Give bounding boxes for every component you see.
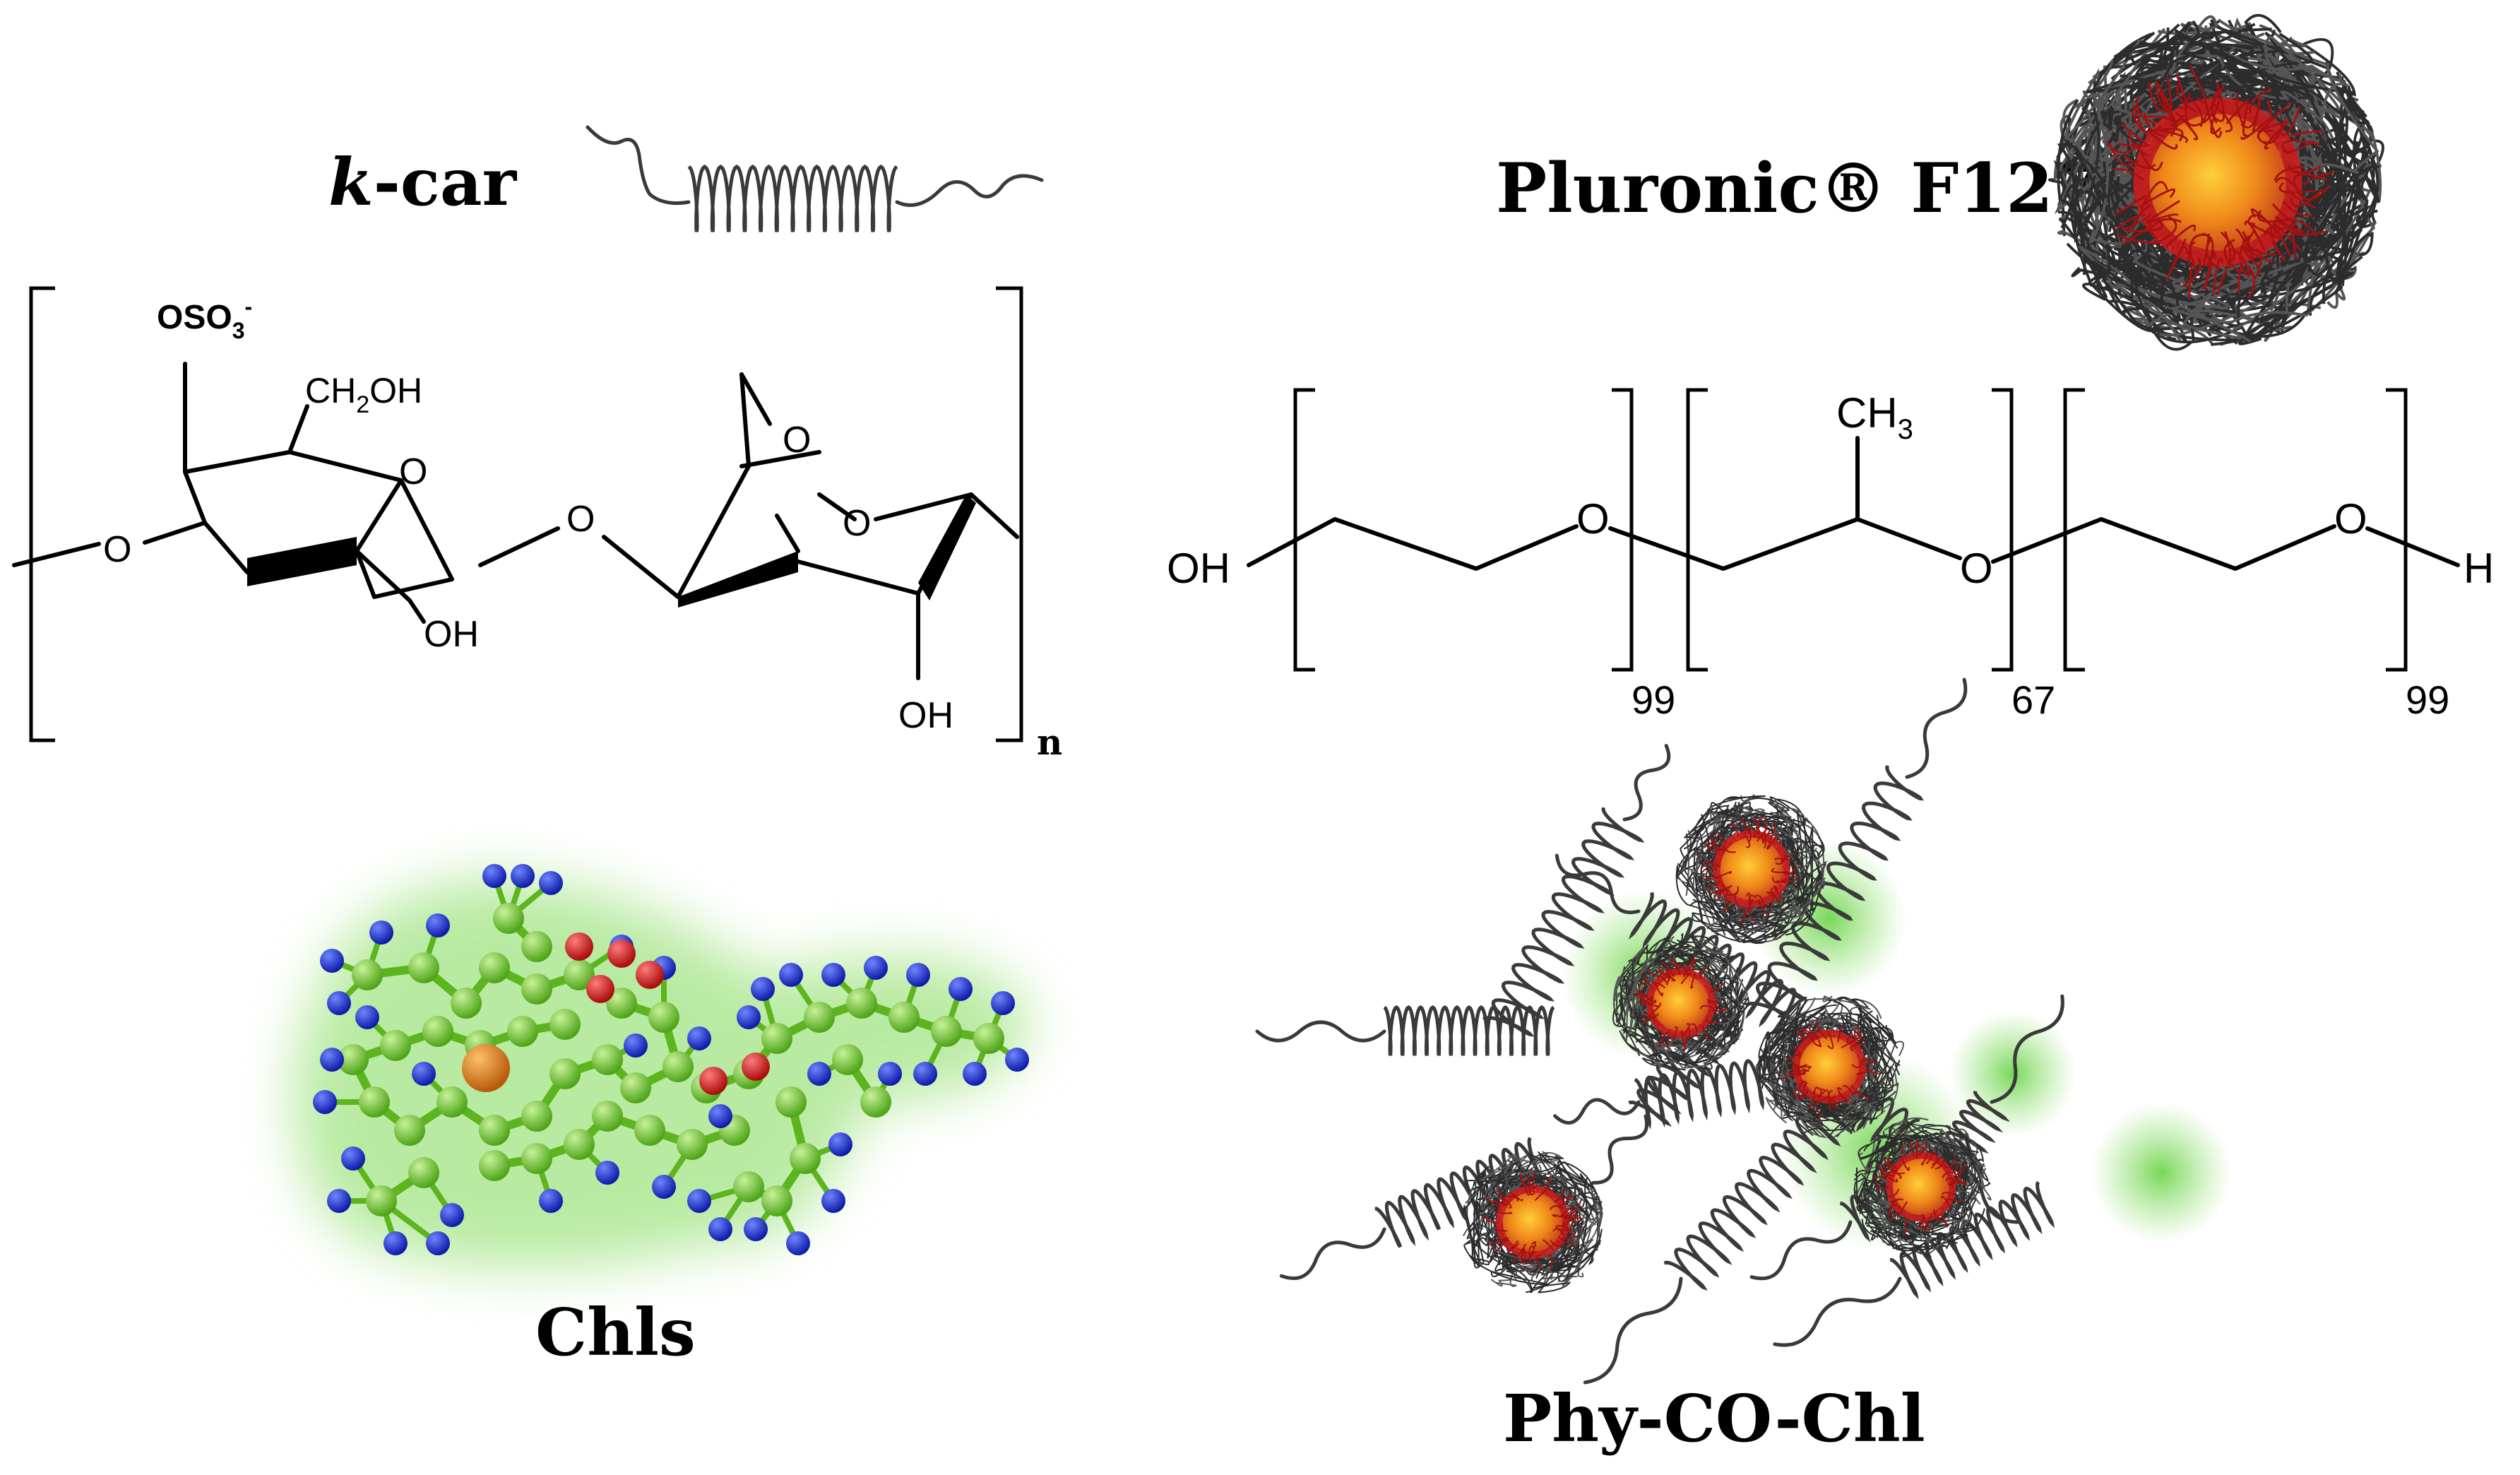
bracket3-left <box>2063 388 2085 672</box>
micelle-icon <box>2048 13 2384 351</box>
kcar-structure: OSO3- CH2OH O O O O O OH OH n <box>12 286 1062 763</box>
kcar-title-italic: k <box>328 144 374 220</box>
chlorophyll-molecule-icon <box>295 864 1029 1267</box>
pluronic-n3-label: 99 <box>2406 677 2449 722</box>
pluronic-n2-label: 67 <box>2011 677 2055 722</box>
network-micelle-3 <box>1755 995 1904 1139</box>
pluronic-structure: OH O CH3 O O H 99 67 99 <box>1167 388 2494 722</box>
pluronic-oh-label: OH <box>1167 545 1230 592</box>
network-coil-2 <box>1482 744 1671 1037</box>
link-o-label: O <box>566 499 595 540</box>
kcar-title: k-car <box>328 144 518 220</box>
ch2oh-label: CH2OH <box>305 371 422 418</box>
chls-title: Chls <box>535 1294 696 1370</box>
pluronic-h-label: H <box>2463 545 2494 592</box>
pluronic-micelle <box>2048 13 2384 351</box>
kcar-ring1-wedge <box>247 537 357 586</box>
network-coil-3 <box>1555 853 1807 1036</box>
bracket1-right <box>1612 388 1634 672</box>
bridge-o-label: O <box>783 420 811 461</box>
kcar-helix-coil <box>687 164 898 232</box>
oh1-label: OH <box>424 614 479 655</box>
network-micelle-2 <box>1612 932 1749 1071</box>
peo2-chain <box>1991 517 2336 571</box>
network-coil-1 <box>1255 1005 1555 1056</box>
phy-title: Phy-CO-Chl <box>1503 1380 1925 1457</box>
ring1-o-label: O <box>399 451 427 492</box>
network-coil-12 <box>1773 1180 2055 1347</box>
kcar-ring1-upper <box>183 450 403 553</box>
ring2-o-label: O <box>843 503 871 544</box>
network-micelle-1 <box>1675 794 1827 944</box>
kcar-o-bond <box>143 521 207 545</box>
network-micelle-4 <box>1461 1150 1603 1293</box>
kcar-ring2-bridge <box>676 372 821 599</box>
kcar-ring2-wedge2 <box>918 494 976 600</box>
h-bond <box>2365 526 2460 567</box>
kcar-chain-bond <box>12 542 101 567</box>
pluronic-title: Pluronic® F127 <box>1496 148 2100 228</box>
kcar-ch2oh-bond <box>287 404 309 454</box>
oso3-label: OSO3- <box>157 294 252 343</box>
repeat-n-label: n <box>1037 721 1062 763</box>
kcar-helix-icon <box>586 125 1044 232</box>
kcar-title-rest: -car <box>374 144 518 220</box>
network-micelle-5 <box>1853 1117 1992 1258</box>
bracket3-right <box>2386 388 2408 672</box>
kcar-ring2-inner <box>775 514 800 553</box>
kcar-link1 <box>478 526 560 567</box>
pluronic-o3-label: O <box>2334 495 2367 543</box>
kcar-oh1-bond <box>355 549 426 624</box>
network-coil-7 <box>1279 1137 1546 1280</box>
oh2-label: OH <box>898 695 953 736</box>
kcar-ring2-exit <box>969 492 1019 539</box>
kcar-link2 <box>602 535 680 599</box>
phy-co-chl-network-icon <box>1255 677 2232 1385</box>
peo1-chain <box>1247 517 1579 571</box>
bracket2-left <box>1686 388 1708 672</box>
kcar-ring1-right <box>372 478 454 599</box>
bracket2-right <box>1992 388 2014 672</box>
pluronic-n1-label: 99 <box>1632 677 1675 722</box>
bracket1-left <box>1293 388 1315 672</box>
ch3-label: CH3 <box>1836 389 1913 445</box>
pluronic-o1-label: O <box>1576 495 1610 543</box>
pluronic-o2-label: O <box>1960 545 1993 592</box>
kcar-ring2-wedge <box>678 551 798 608</box>
network-coil-8 <box>1583 1079 1865 1385</box>
ppo-chain <box>1608 517 1962 571</box>
kcar-right-bracket <box>996 286 1023 742</box>
left-o-label: O <box>103 529 131 570</box>
kcar-left-bracket <box>29 286 55 742</box>
